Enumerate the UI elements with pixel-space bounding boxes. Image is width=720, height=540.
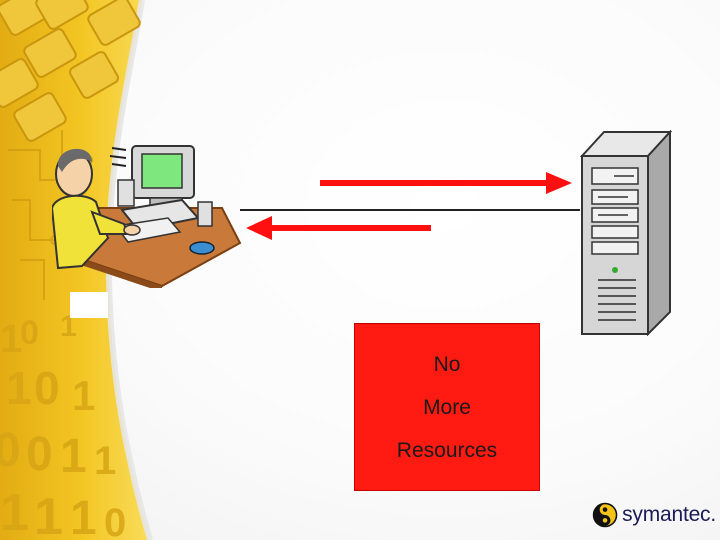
symantec-logo-icon bbox=[592, 502, 618, 528]
svg-text:1: 1 bbox=[70, 492, 97, 540]
message-line-2: More bbox=[423, 395, 471, 419]
svg-text:1: 1 bbox=[72, 372, 95, 419]
svg-text:0: 0 bbox=[34, 362, 60, 414]
message-line-1: No bbox=[433, 352, 461, 376]
user-at-computer-icon bbox=[52, 145, 242, 288]
svg-text:0: 0 bbox=[0, 424, 21, 477]
svg-text:0: 0 bbox=[26, 428, 53, 481]
svg-text:0: 0 bbox=[104, 501, 126, 540]
no-more-resources-box: No More Resources bbox=[354, 323, 540, 491]
svg-text:1: 1 bbox=[0, 484, 29, 540]
white-label-block bbox=[70, 292, 108, 318]
logo-text: symantec. bbox=[622, 503, 716, 526]
svg-text:1: 1 bbox=[0, 317, 22, 361]
server-tower-icon bbox=[579, 130, 673, 336]
symantec-logo: symantec. bbox=[592, 498, 716, 532]
svg-text:1: 1 bbox=[60, 430, 87, 483]
svg-text:1: 1 bbox=[60, 310, 77, 343]
svg-text:1: 1 bbox=[94, 439, 116, 483]
message-line-3: Resources bbox=[396, 438, 498, 462]
svg-text:0: 0 bbox=[20, 314, 39, 352]
request-arrow-icon bbox=[320, 172, 572, 194]
svg-text:1: 1 bbox=[6, 362, 32, 414]
svg-text:1: 1 bbox=[34, 488, 63, 540]
connection-arrows bbox=[240, 172, 580, 240]
response-arrow-icon bbox=[246, 216, 431, 240]
